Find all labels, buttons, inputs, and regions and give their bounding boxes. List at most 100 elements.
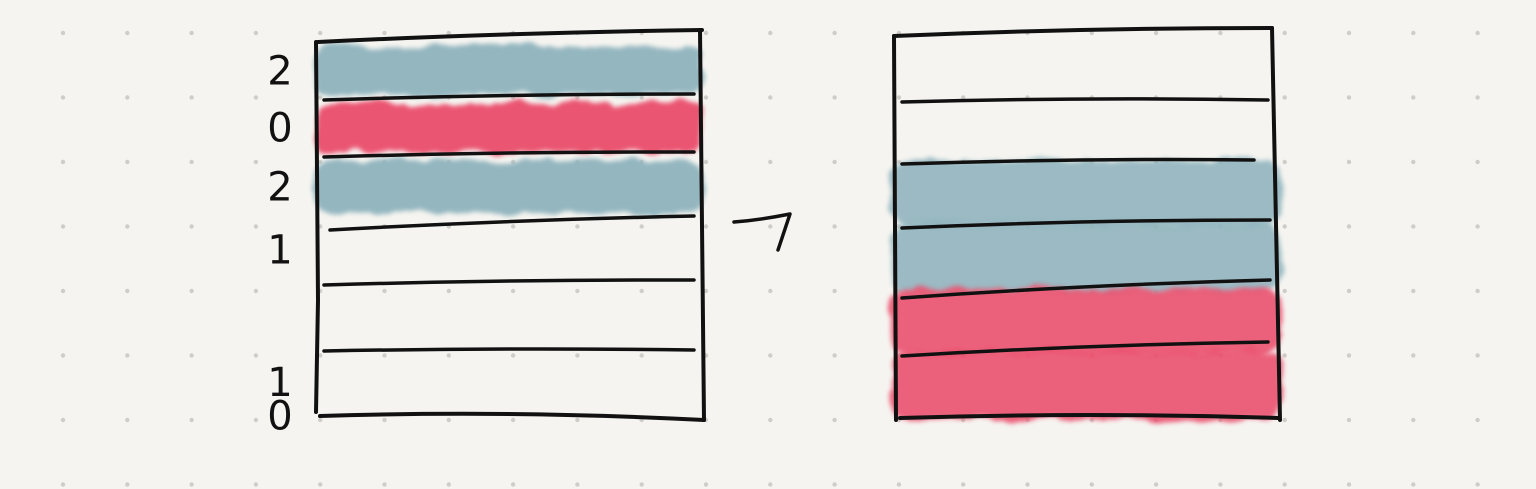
right-row-fill-3 [890,160,1282,226]
grid-dot [253,482,259,487]
grid-dot [446,30,451,36]
grid-dot [768,417,773,423]
grid-dot [253,95,259,100]
grid-dot [639,288,644,294]
left-grid-separator-2 [322,150,696,159]
grid-dot [125,95,130,100]
grid-dot [832,288,837,294]
grid-dot [318,417,323,423]
grid-dot [60,159,66,165]
right-grid-separator-4 [900,278,1272,300]
right-grid-separator-5 [900,340,1270,358]
grid-dot [1475,30,1480,36]
grid-dot [253,288,259,294]
left-row-label-1: 2 [267,49,292,95]
grid-dot [1025,482,1030,487]
grid-dot [189,30,194,36]
right-grid-separator-2 [900,157,1256,166]
grid-dot [60,417,66,423]
grid-dot [510,417,516,423]
grid-dot [318,482,323,487]
grid-dot [189,95,194,100]
grid-dot [189,288,194,294]
grid-dot [1411,95,1416,100]
grid-dot [703,482,709,487]
left-row-label-6: 1 [267,360,292,406]
grid-dot [125,30,130,36]
right-grid-border-top [892,26,1274,38]
grid-dot [1411,288,1416,294]
grid-dot [446,417,451,423]
right-grid-border-right [1270,26,1282,422]
grid-dot [446,288,451,294]
left-row-label-4: 1 [267,228,292,274]
grid-dot [1346,159,1352,165]
left-grid-border-top [316,28,704,44]
grid-dot [1282,353,1287,358]
grid-dot [1282,482,1287,487]
grid-dot [768,159,773,165]
grid-dot [703,288,709,294]
grid-dot [318,95,323,100]
right-row-fill-5 [890,288,1282,354]
grid-dot [1089,30,1095,36]
left-grid-separator-4 [322,278,696,287]
grid-dot [189,353,194,358]
grid-dot [60,95,66,100]
grid-dot [60,288,66,294]
grid-dot [1282,159,1287,165]
grid-dot [318,353,323,358]
grid-dot [1475,95,1480,100]
left-grid-border-right [698,28,706,422]
grid-dot [1346,482,1352,487]
grid-dot [1346,353,1352,358]
right-grid-fills [890,160,1282,420]
grid-dot [60,353,66,358]
grid-dot [253,417,259,423]
grid-dot [1475,159,1480,165]
grid-dot [1475,482,1480,487]
grid-dot [1346,30,1352,36]
grid-dot [832,30,837,36]
grid-dot [1282,95,1287,100]
grid-dot [768,224,773,229]
grid-dot [1475,353,1480,358]
grid-dot [1346,224,1352,229]
grid-dot [1346,288,1352,294]
grid-dot [1411,482,1416,487]
grid-dot [896,159,902,165]
grid-dot [1411,353,1416,358]
grid-dot [125,159,130,165]
right-grid-separator-3 [900,218,1272,230]
grid-dot [125,288,130,294]
left-row-label-2: 0 [267,106,292,152]
right-grid-separator-1 [900,97,1270,104]
grid-dot [575,417,580,423]
left-grid-fills [314,46,702,213]
grid-dot [1218,482,1223,487]
grid-dot [1475,417,1480,423]
grid-dot [768,353,773,358]
grid-dot [318,159,323,165]
grid-dot [446,353,451,358]
grid-dot [768,288,773,294]
grid-dot [382,482,387,487]
left-row-label-7: 0 [267,394,292,440]
grid-dot [125,224,130,229]
grid-dot [575,95,580,100]
grid-dot [510,353,516,358]
grid-dot [1475,288,1480,294]
grid-dot [703,159,709,165]
grid-dot [60,482,66,487]
grid-dot [961,482,966,487]
grid-dot [1411,159,1416,165]
left-grid-border-left [314,40,321,414]
grid-dot [318,30,323,36]
grid-dot [832,159,837,165]
grid-dot [60,30,66,36]
grid-dot [639,95,644,100]
grid-dot [832,95,837,100]
grid-dot [1475,224,1480,229]
